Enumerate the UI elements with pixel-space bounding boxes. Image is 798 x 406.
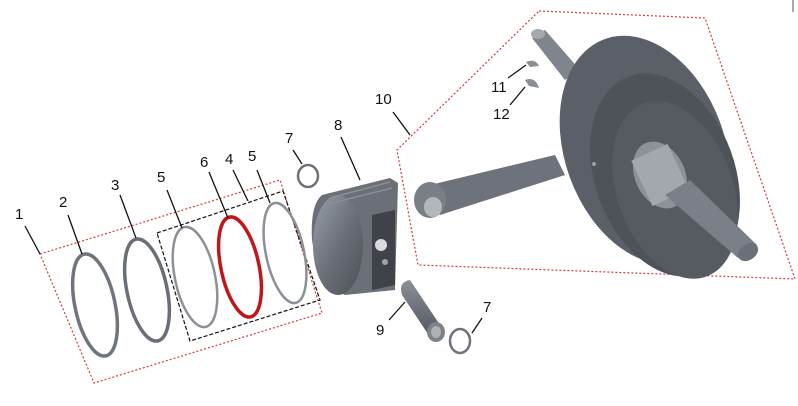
ring-set-group-border (39, 179, 323, 384)
callout-9: 9 (376, 322, 385, 339)
piston-icon (311, 178, 398, 295)
callout-4: 4 (225, 151, 234, 168)
callout-8: 8 (334, 117, 343, 134)
crankshaft-icon (414, 29, 759, 279)
callout-1: 1 (15, 206, 24, 223)
callout-7-bottom: 7 (483, 299, 492, 316)
woodruff-key-12-icon (525, 79, 539, 88)
callout-3: 3 (111, 177, 120, 194)
clip-7-top-icon (296, 163, 320, 189)
callout-2: 2 (59, 194, 68, 211)
callout-11: 11 (491, 79, 507, 96)
woodruff-key-11-icon (526, 60, 539, 67)
ring-6-highlight-icon (216, 215, 264, 319)
ring-2-icon (70, 252, 120, 358)
clip-7-bottom-icon (448, 327, 472, 355)
callout-5b: 5 (248, 148, 257, 165)
callout-5a: 5 (157, 169, 166, 186)
piston-pin-icon (401, 280, 445, 342)
leader-lines (24, 64, 527, 334)
callout-10: 10 (375, 91, 392, 108)
oil-ring-group-border (156, 190, 321, 342)
ring-3-icon (122, 237, 172, 343)
ring-5a-icon (171, 225, 219, 329)
crankshaft-group-border (396, 10, 796, 280)
callout-7-top: 7 (285, 130, 294, 147)
callout-6: 6 (200, 154, 209, 171)
callout-12: 12 (493, 106, 510, 123)
ring-5b-icon (262, 201, 308, 305)
